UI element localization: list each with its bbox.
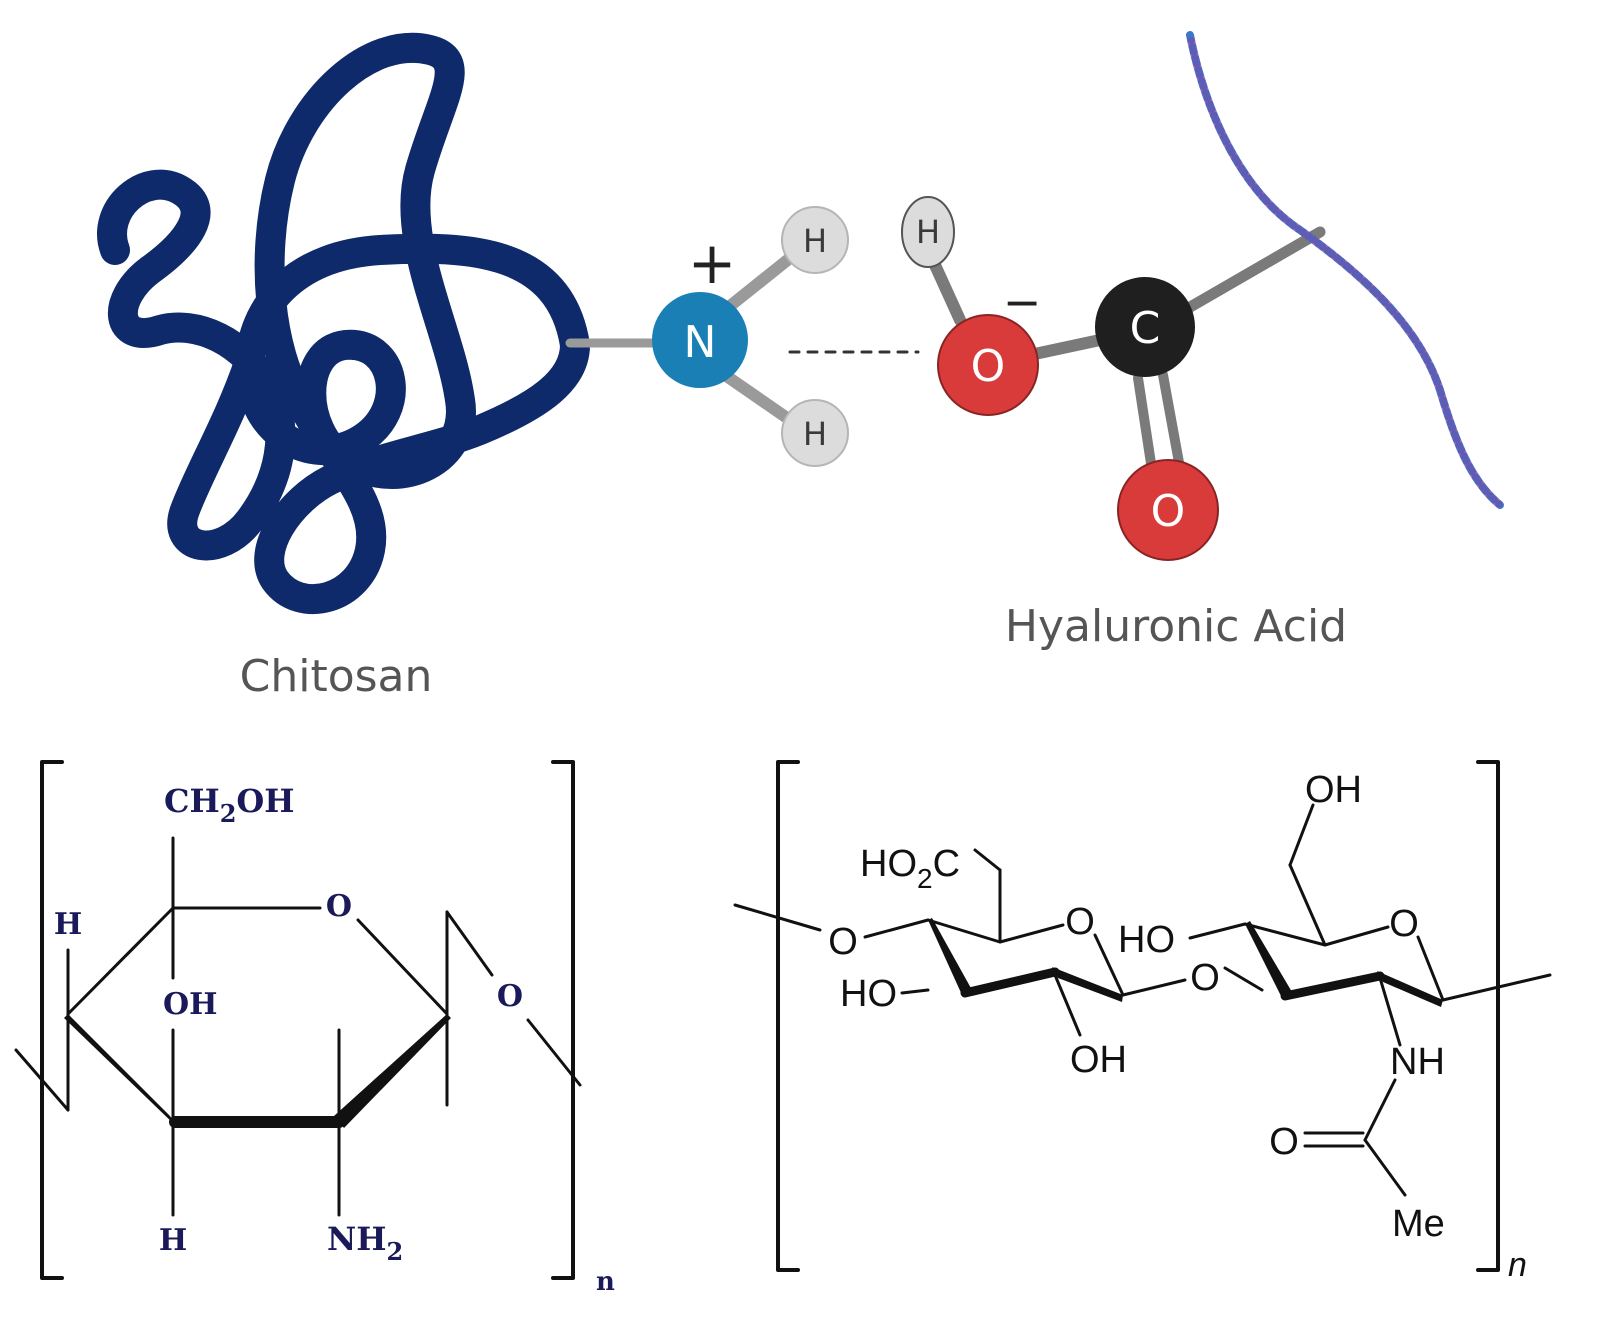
hyaluronic-labels: OH HO2C O HO O O HO O OH NH O Me n (828, 769, 1527, 1284)
chitosan-structure (14, 760, 582, 1280)
hydrogen-label-1: H (803, 222, 827, 260)
ha-r2-ch2-oh (1288, 803, 1315, 867)
ha-r1-c4-c3-wedge (928, 918, 972, 995)
ring-o-c1 (356, 918, 449, 1016)
top-bonds (565, 226, 1326, 475)
ha-ho-mid-label: HO (1118, 919, 1175, 961)
ha-ring1-oxygen-label: O (1065, 901, 1095, 943)
ha-r1-c5-cooh-b (973, 848, 1002, 872)
glycosidic-oxygen-label: O (497, 979, 523, 1014)
ha-o-left-label: O (828, 921, 858, 963)
oxygen-atom-single (937, 314, 1039, 416)
ha-ho-left-label: HO (840, 973, 897, 1015)
ha-r1-c3-c2-bold (960, 967, 1060, 998)
ha-r1-c5-o (998, 923, 1065, 944)
glyc-o-out-bond (526, 1018, 582, 1087)
ammonium-group: N + H H (652, 206, 849, 467)
ha-r2-c5-o (1323, 925, 1390, 947)
ha-r2-c2-c1-wedge (1377, 971, 1443, 1007)
carboxylate-charge: − (1003, 275, 1042, 329)
hyaluronic-chain (1186, 31, 1504, 509)
chitosan-bracket-right (551, 760, 575, 1280)
chitosan-labels: CH2OH O H OH O H NH2 n (54, 782, 615, 1297)
ha-r1-c3-ho (900, 988, 930, 995)
ring-c5-c4 (66, 906, 175, 1016)
ha-r2-c5-ch2 (1288, 863, 1327, 947)
nh2-label: NH2 (327, 1220, 403, 1266)
ha-r2-c4-c5 (1243, 922, 1327, 947)
nitrogen-atom (652, 292, 748, 388)
ch2oh-label: CH2OH (164, 782, 295, 828)
ha-r2-ho-c4 (1188, 922, 1247, 940)
ha-me-label: Me (1392, 1203, 1445, 1245)
ha-r1-c2-c1-wedge (1052, 967, 1123, 1002)
ha-r1-o-c4 (863, 918, 930, 939)
hydrogen-atom-1 (781, 206, 849, 274)
ammonium-charge: + (688, 229, 737, 297)
ha-r1-c2-oh (1053, 973, 1082, 1037)
n-h1-bond (719, 252, 796, 316)
carbon-label: C (1130, 303, 1161, 354)
ha-oh-top-label: OH (1305, 769, 1362, 811)
ha-right-chain-bond (1441, 973, 1552, 1002)
ha-r2-o-c1 (1416, 935, 1445, 1002)
ha-carbonyl-oxygen-label: O (1269, 1121, 1299, 1163)
carboxylate-group: H O − C O (901, 196, 1219, 561)
ha-bracket-right (1476, 760, 1500, 1272)
ring-c4-c3-wedge (64, 1014, 178, 1128)
ha-ho2c-label: HO2C (860, 843, 960, 894)
chitosan-caption: Chitosan (240, 651, 433, 702)
o-h-bond (929, 259, 966, 326)
ring-c2-c1-wedge (334, 1014, 451, 1128)
n-h2-bond (719, 369, 796, 426)
ha-oh-bottom-label: OH (1070, 1039, 1127, 1081)
hyaluronic-strand-shade (1186, 31, 1504, 509)
ha-r2-nh-co (1363, 1078, 1397, 1142)
chitosan-bracket-left (40, 760, 64, 1280)
chitosan-coil-illustration (97, 32, 590, 615)
c1-glyc-o-bond (445, 910, 494, 977)
oh-label: OH (163, 987, 217, 1022)
ha-r1-c1-olink (1121, 978, 1187, 997)
c-o-double-a (1133, 373, 1157, 475)
chitosan-coil (97, 32, 590, 615)
carbon-atom (1095, 277, 1195, 377)
chitosan-repeat-index: n (596, 1267, 615, 1297)
hydrogen-atom-2 (781, 399, 849, 467)
ha-r2-olink-c3 (1223, 966, 1264, 992)
c-chain-bond (1179, 226, 1326, 316)
nitrogen-label: N (684, 317, 717, 368)
c-o-double-b (1158, 370, 1185, 473)
ha-bracket-left (776, 760, 800, 1272)
ha-r2-c-me (1363, 1138, 1407, 1197)
ha-r2-c3-c2-bold (1280, 971, 1385, 1001)
hyaluronic-structure (733, 760, 1552, 1272)
ha-ring2-oxygen-label: O (1389, 903, 1419, 945)
carboxyl-hydrogen-label: H (916, 213, 940, 251)
ha-nh-label: NH (1390, 1041, 1445, 1083)
oxygen-label-double: O (1151, 486, 1186, 537)
ha-r2-c2-nh (1378, 976, 1402, 1047)
carboxyl-hydrogen-atom (901, 196, 955, 268)
hyaluronic-acid-caption: Hyaluronic Acid (1005, 601, 1347, 652)
ha-r2-c4-c3-wedge (1245, 921, 1292, 998)
ha-r1-o-c1 (1093, 933, 1125, 997)
left-chain-bond (14, 1048, 70, 1112)
ha-left-chain-bond (733, 903, 822, 932)
oxygen-label-single: O (971, 341, 1006, 392)
ha-r1-c4-c5 (926, 918, 1002, 944)
oxygen-atom-double (1117, 459, 1219, 561)
ha-repeat-index: n (1508, 1246, 1527, 1284)
hydrogen-label-2: H (803, 415, 827, 453)
ha-o-link-label: O (1190, 957, 1220, 999)
ring-oxygen-label: O (326, 889, 352, 924)
o-c-bond (1024, 334, 1106, 361)
h-left-label: H (54, 907, 82, 942)
h-bottom-label: H (159, 1223, 187, 1258)
